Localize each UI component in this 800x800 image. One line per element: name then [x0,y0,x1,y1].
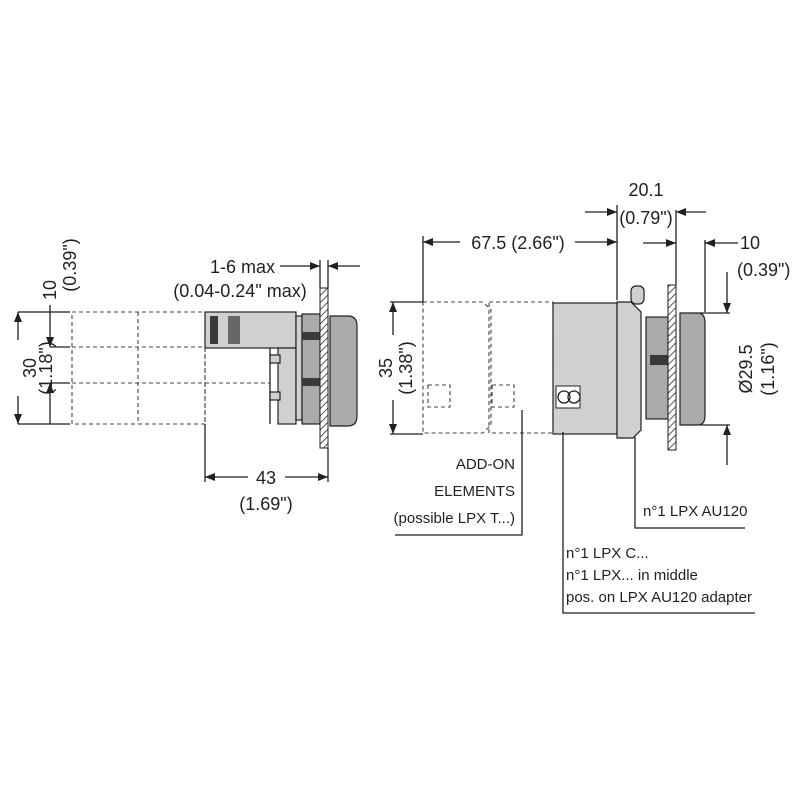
bezel [645,316,669,420]
side-module-dim-in: (0.39") [60,238,80,291]
side-depth-dim-in: (1.69") [239,494,292,514]
contact-callout-3: pos. on LPX AU120 adapter [566,589,752,606]
diameter-dim-in: (1.16") [758,342,778,395]
side-height-dim-in: (1.18") [36,341,56,394]
contact-block [552,302,618,435]
panel-thickness-dim-in: (0.04-0.24" max) [173,281,306,301]
addon-elements-dashed [422,301,554,434]
contact-block [204,311,297,425]
addon-callout-1: ADD-ON [456,456,515,473]
diameter-dim: Ø29.5 [736,344,756,393]
contact-callout-1: n°1 LPX C... [566,545,649,562]
adapter-dim-in: (0.79") [619,208,672,228]
button-dim-in: (0.39") [737,260,790,280]
button-dim: 10 [740,233,760,253]
push-button [329,315,358,427]
front-height-dim-in: (1.38") [396,341,416,394]
front-height-dim: 35 [376,358,396,378]
bezel [295,313,321,425]
panel [319,287,329,449]
side-depth-dim: 43 [256,468,276,488]
length-dim: 67.5 (2.66") [471,233,564,253]
addon-outline-dashed [71,311,270,425]
adapter-callout: n°1 LPX AU120 [643,503,747,520]
panel-thickness-dim: 1-6 max [210,257,275,277]
contact-callout-2: n°1 LPX... in middle [566,567,698,584]
adapter-dim: 20.1 [628,180,663,200]
push-button [679,312,706,426]
side-module-dim: 10 [40,280,60,300]
side-height-dim: 30 [20,358,40,378]
addon-callout-2: ELEMENTS [434,483,515,500]
front-view: 67.5 (2.66") 20.1 (0.79") 10 (0.39") Ø29… [376,180,790,614]
addon-callout-3: (possible LPX T...) [394,510,515,527]
side-view: 30 (1.18") 10 (0.39") 1-6 max (0.04-0.24… [14,238,360,514]
panel [667,284,677,451]
adapter [616,301,642,439]
